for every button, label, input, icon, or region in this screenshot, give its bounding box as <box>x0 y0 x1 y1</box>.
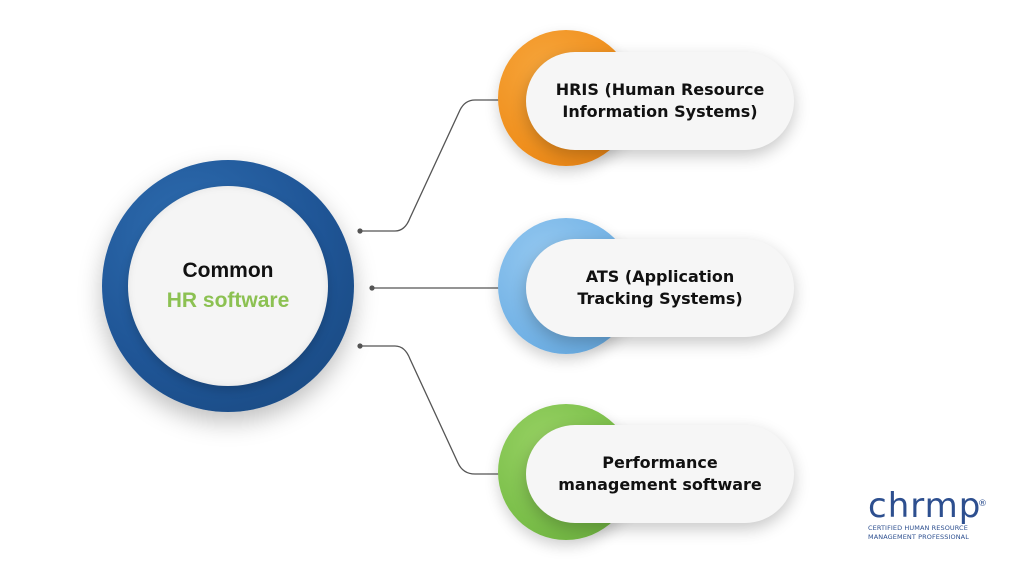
logo-wordmark: chrmp ® <box>868 488 988 524</box>
connector-line-performance <box>360 345 505 475</box>
node-hris: HRIS (Human Resource Information Systems… <box>526 52 794 150</box>
logo-tagline-line2: MANAGEMENT PROFESSIONAL <box>868 533 969 541</box>
node-ats-line2: Tracking Systems) <box>577 289 743 308</box>
node-ats-line1: ATS (Application <box>585 267 735 286</box>
logo-registered-mark: ® <box>978 499 988 509</box>
node-hris-line1: HRIS (Human Resource <box>555 80 765 99</box>
connector-dot-ats <box>369 285 375 291</box>
center-title-line2: HR software <box>166 289 290 312</box>
node-ats: ATS (Application Tracking Systems) <box>526 239 794 337</box>
center-title-line1: Common <box>182 259 274 282</box>
center-node: Common HR software <box>128 186 328 386</box>
connector-dot-performance <box>357 343 363 349</box>
chrmp-logo: chrmp ® CERTIFIED HUMAN RESOURCE MANAGEM… <box>868 488 988 552</box>
logo-wordmark-text: chrmp <box>868 486 982 526</box>
logo-tagline-line1: CERTIFIED HUMAN RESOURCE <box>868 524 968 532</box>
node-performance-line2: management software <box>558 475 762 494</box>
connector-line-hris <box>360 99 505 232</box>
connector-dot-hris <box>357 228 363 234</box>
node-performance-line1: Performance <box>602 453 718 472</box>
node-hris-line2: Information Systems) <box>562 102 758 121</box>
node-performance: Performance management software <box>526 425 794 523</box>
